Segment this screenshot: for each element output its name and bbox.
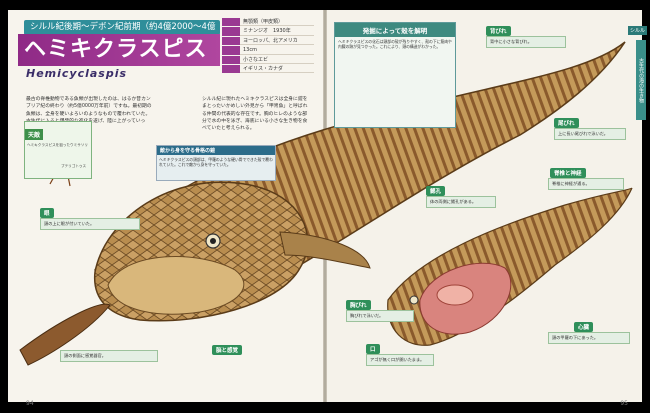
- info-label-marker: [222, 46, 240, 55]
- enemy-species: プテリゴトゥス: [61, 164, 87, 168]
- callout-mouth-heading: 口: [366, 344, 380, 354]
- info-row: ヨーロッパ、北アメリカ: [222, 36, 314, 46]
- callout-heart-heading: 心臓: [574, 322, 594, 332]
- info-row: イギリス・カナダ: [222, 64, 314, 74]
- page-number-right: 95: [620, 400, 628, 407]
- info-value: ミナンジオ 1930年: [240, 27, 314, 36]
- info-label-marker: [222, 36, 240, 46]
- enemy-heading: 天敵: [25, 129, 44, 140]
- research-text: ヘミキクラスピスの化石は頭部の殻が残りやすく、殻の下に筋肉や内臓の跡が見つかった…: [338, 39, 452, 50]
- research-box: 発掘によって殻を解明 ヘミキクラスピスの化石は頭部の殻が残りやすく、殻の下に筋肉…: [334, 22, 456, 128]
- callout-eye-text: 頭の上に眼が付いていた。: [40, 218, 140, 230]
- info-label-marker: [222, 18, 240, 27]
- research-heading: 発掘によって殻を解明: [335, 23, 455, 37]
- info-value: イギリス・カナダ: [240, 65, 314, 74]
- info-table: 無顎類（甲皮類） ミナンジオ 1930年 ヨーロッパ、北アメリカ 13cm 小さ…: [222, 18, 314, 74]
- info-label-marker: [222, 64, 240, 74]
- info-row: 小さなエビ: [222, 55, 314, 64]
- enemy-text: ヘミキクラスピスを狙ったウミサソリ: [27, 143, 89, 147]
- page-gutter: [323, 10, 327, 402]
- skull-armor-box: 敵から身を守る骨格の鎧 ヘミキクラスピスの頭部は、甲羅のような硬い骨でできた殻で…: [156, 145, 276, 181]
- callout-dorsal-fin-text: 背中に小さな背びれ。: [486, 36, 566, 48]
- callout-tail-fin-heading: 尾びれ: [554, 118, 579, 128]
- callout-sensory-text: 頭の側面に感覚器官。: [60, 350, 158, 362]
- callout-pectoral-heading: 胸びれ: [346, 300, 371, 310]
- info-row: 無顎類（甲皮類）: [222, 18, 314, 27]
- skull-armor-text: ヘミキクラスピスの頭部は、甲羅のような硬い骨でできた殻で覆われていた。これで敵か…: [159, 157, 273, 168]
- callout-nerve-heading: 脊椎と神経: [550, 168, 586, 178]
- intro-text-2: シルル紀に現れたヘミキクラスピスは全身に鎧をまとったいかめしい外見から「甲冑魚」…: [202, 97, 308, 132]
- info-row: 13cm: [222, 46, 314, 55]
- info-label-marker: [222, 55, 240, 64]
- info-label-marker: [222, 27, 240, 36]
- enemy-box: 天敵 ヘミキクラスピスを狙ったウミサソリ プテリゴトゥス: [24, 121, 92, 179]
- callout-eye-heading: 眼: [40, 208, 54, 218]
- latin-name: Hemicyclaspis: [26, 67, 128, 80]
- section-side-tab: 古生代の海の生き物: [636, 40, 646, 120]
- callout-nerve-text: 脊椎に神経が通る。: [548, 178, 624, 190]
- callout-pectoral-text: 胸びれで泳いだ。: [346, 310, 414, 322]
- info-value: 13cm: [240, 46, 314, 55]
- callout-gill-heading: 鰓孔: [426, 186, 446, 196]
- callout-dorsal-fin-heading: 背びれ: [486, 26, 511, 36]
- skull-armor-heading: 敵から身を守る骨格の鎧: [157, 146, 275, 155]
- page-number-left: 94: [26, 400, 34, 407]
- callout-heart-text: 頭の甲羅の下にあった。: [548, 332, 630, 344]
- info-value: ヨーロッパ、北アメリカ: [240, 37, 314, 46]
- geologic-period-banner: シルル紀後期〜デボン紀前期（約4億2000〜4億年前）: [24, 20, 220, 47]
- callout-mouth-text: アゴが無く口が開いたまま。: [366, 354, 434, 366]
- info-value: 無顎類（甲皮類）: [240, 18, 314, 27]
- info-row: ミナンジオ 1930年: [222, 27, 314, 36]
- page-title: ヘミキクラスピス: [18, 34, 220, 66]
- callout-tail-fin-text: 上に長い尾びれで泳いだ。: [554, 128, 626, 140]
- section-corner-tab: シルル: [627, 26, 647, 35]
- info-value: 小さなエビ: [240, 56, 314, 64]
- callout-brain-heading: 脳と感覚: [212, 345, 243, 355]
- callout-gill-text: 体の両側に鰓孔がある。: [426, 196, 496, 208]
